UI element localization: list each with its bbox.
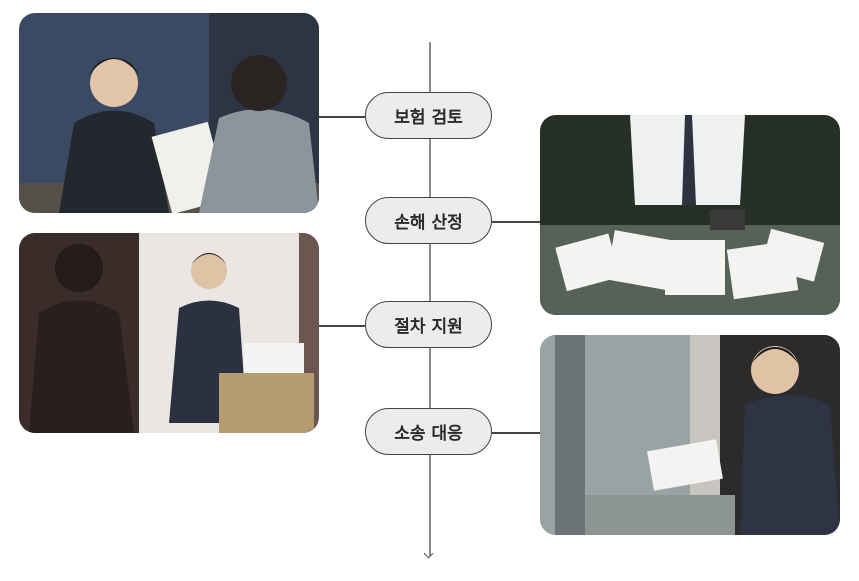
connector-4 [492,432,540,434]
connector-2 [492,221,540,223]
illustration-document-packing [19,233,319,433]
connector-3 [318,325,365,327]
illustration-document-submission [540,335,840,535]
step-procedure-support: 절차 지원 [365,301,492,348]
illustration-contract-review [19,13,319,213]
step-insurance-review: 보험 검토 [365,92,492,139]
connector-1 [318,116,365,118]
step-litigation-response: 소송 대응 [365,408,492,455]
timeline-line [429,42,431,556]
step-damage-assessment: 손해 산정 [365,197,492,244]
arrow-down-icon [423,548,434,559]
illustration-damage-calculation [540,115,840,315]
